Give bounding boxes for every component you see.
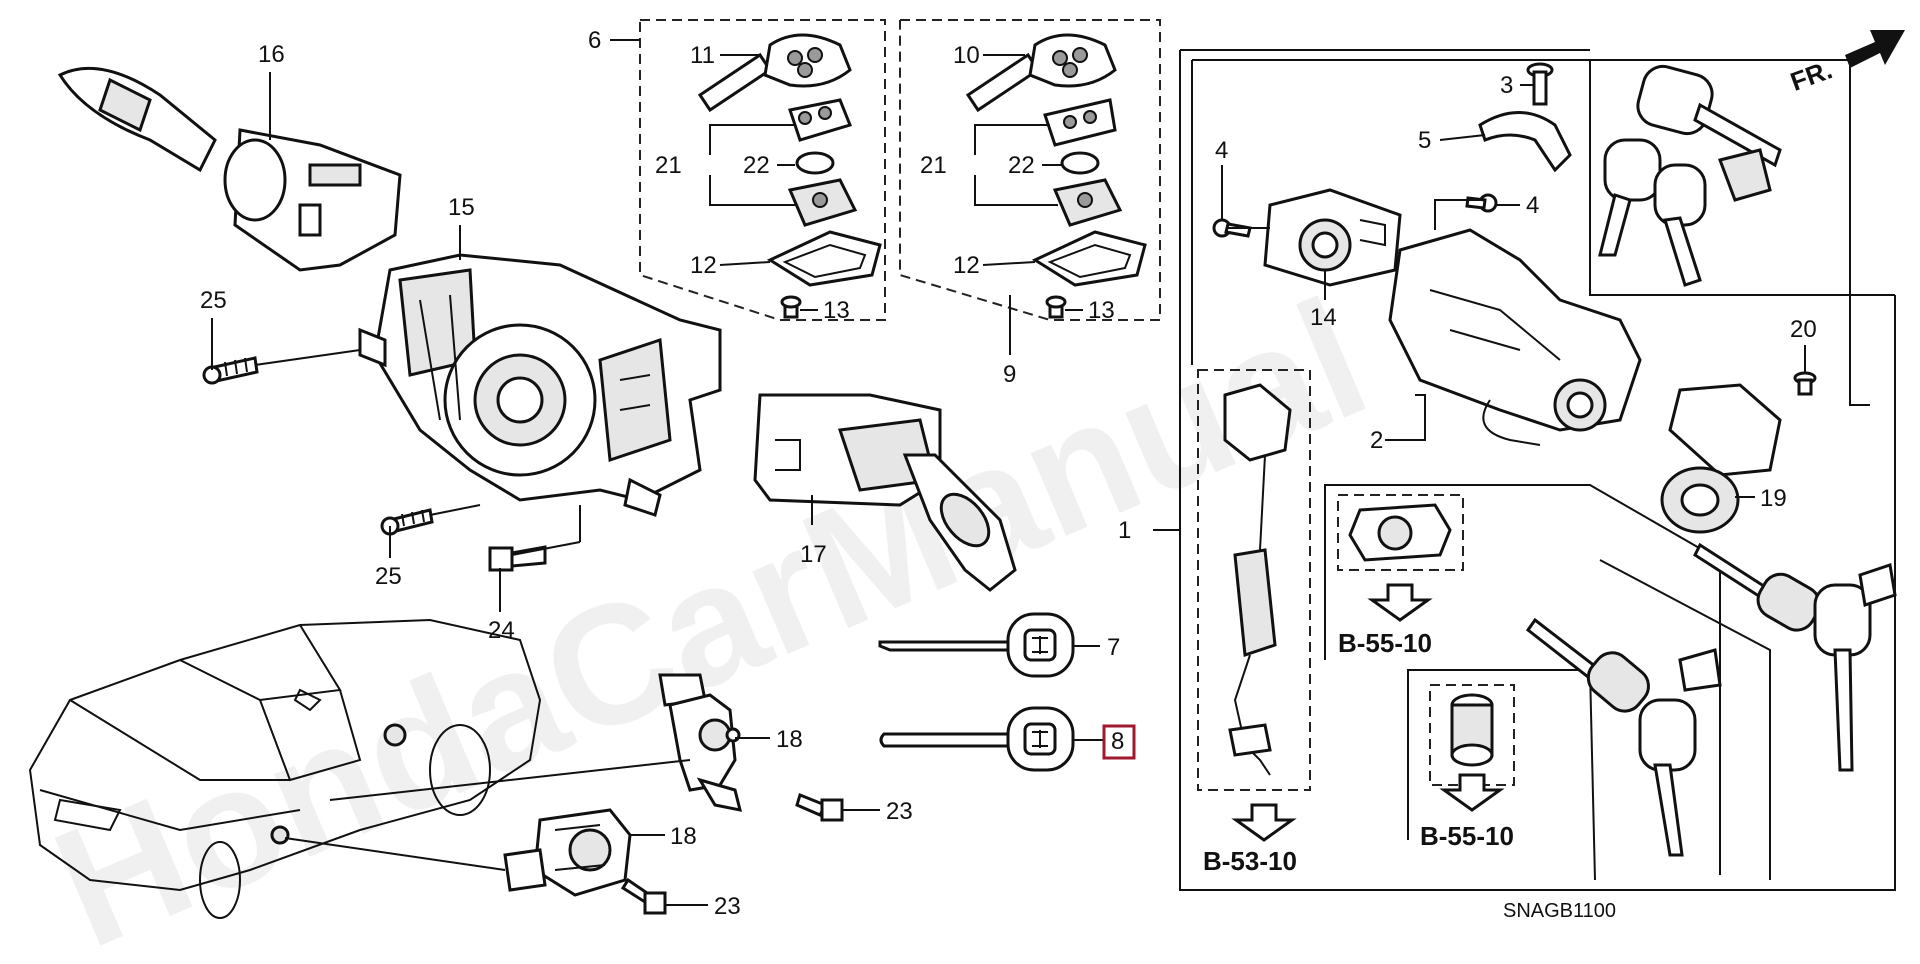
ignition-switch-14-icon <box>1263 188 1402 287</box>
callout-4-left: 4 <box>1215 137 1228 164</box>
callout-21-right: 21 <box>920 152 947 179</box>
bolt-23-lower-icon <box>620 877 667 915</box>
ref-b-53-10: B-53-10 <box>1203 846 1297 876</box>
callout-12-left: 12 <box>690 252 717 279</box>
combination-switch-16-icon <box>57 66 402 272</box>
callout-18-upper: 18 <box>776 726 803 753</box>
callout-8: 8 <box>1111 728 1124 755</box>
callout-19: 19 <box>1760 485 1787 512</box>
callout-12-right: 12 <box>953 252 980 279</box>
callout-4-right: 4 <box>1526 192 1539 219</box>
leader-lines <box>211 39 1806 906</box>
key-shell-21-icon <box>788 98 853 142</box>
callout-15: 15 <box>448 194 475 221</box>
lock-cylinder-frame-upper <box>1337 494 1464 571</box>
callout-25-lower: 25 <box>375 563 402 590</box>
key-set-upper-icon <box>1693 542 1897 772</box>
callout-5: 5 <box>1418 127 1431 154</box>
callout-6: 6 <box>588 27 601 54</box>
car-location-icon <box>28 618 542 919</box>
key-set-lower-icon <box>1525 617 1722 857</box>
callout-18-lower: 18 <box>670 823 697 850</box>
key-group-6-frame <box>639 19 886 321</box>
screw-13-right-icon <box>1045 295 1067 319</box>
key-set-frame-lower <box>1407 669 1596 881</box>
screw-13-left-icon <box>780 295 802 319</box>
sensor-cable-icon <box>1223 383 1292 776</box>
callout-13-left: 13 <box>823 297 850 324</box>
bolt-23-upper-icon <box>795 792 844 822</box>
key-set-frame-right <box>1599 559 1771 880</box>
key-group-9-frame <box>899 19 1161 321</box>
screw-25-lower-icon <box>380 508 434 536</box>
transmitter-board-21b-icon <box>1052 178 1123 227</box>
arrow-b5510-upper-icon <box>1367 583 1433 622</box>
switch-assembly-17-icon <box>753 393 1017 592</box>
callout-14: 14 <box>1310 304 1337 331</box>
key-cover-12-icon <box>766 230 882 287</box>
key-blank-10-icon <box>965 33 1117 113</box>
key-cover-12b-icon <box>1031 230 1147 287</box>
callout-labels: 16 15 25 25 24 17 6 11 21 22 12 13 10 21… <box>200 27 1836 922</box>
diagram-code: SNAGB1100 <box>1503 900 1616 922</box>
callout-17: 17 <box>800 541 827 568</box>
arrow-b5310-icon <box>1231 803 1297 842</box>
key-shell-21b-icon <box>1043 98 1117 147</box>
callout-2: 2 <box>1370 427 1383 454</box>
ref-b-55-10-lower: B-55-10 <box>1420 821 1514 851</box>
battery-22b-icon <box>1060 151 1100 175</box>
steering-lock-2-icon <box>1388 228 1642 446</box>
callout-22-right: 22 <box>1008 152 1035 179</box>
bracket-5-icon <box>1478 111 1572 173</box>
lock-cylinder-upper-icon <box>1348 503 1452 562</box>
door-switch-18-upper-icon <box>658 673 743 812</box>
callout-20: 20 <box>1790 316 1817 343</box>
callout-8-highlight <box>1102 724 1136 760</box>
screw-25-upper-icon <box>202 356 259 385</box>
callout-23-lower: 23 <box>714 893 741 920</box>
lock-cylinder-19-icon <box>1660 383 1782 534</box>
front-direction-arrow-icon <box>1845 30 1905 68</box>
key-blank-11-icon <box>697 33 852 113</box>
bolt-24-icon <box>488 545 547 572</box>
arrow-b5510-lower-icon <box>1439 773 1505 812</box>
switch-body-15-icon <box>358 253 722 517</box>
callout-24: 24 <box>488 617 515 644</box>
callout-25-upper: 25 <box>200 287 227 314</box>
bolt-3-icon <box>1526 62 1554 106</box>
keys-assembly-icon <box>1598 64 1782 287</box>
callout-3: 3 <box>1500 72 1513 99</box>
callout-22-left: 22 <box>743 152 770 179</box>
callout-10: 10 <box>953 42 980 69</box>
ref-b-55-10-upper: B-55-10 <box>1338 628 1432 658</box>
callout-9: 9 <box>1003 361 1016 388</box>
lock-cylinder-lower-icon <box>1450 693 1494 767</box>
key-7-icon <box>878 612 1075 678</box>
bolt-20-icon <box>1793 371 1817 396</box>
screw-4-right-icon <box>1465 193 1498 213</box>
sensor-cable-frame <box>1197 369 1311 791</box>
callout-13-right: 13 <box>1088 297 1115 324</box>
transmitter-board-21-icon <box>787 178 858 227</box>
callout-21-left: 21 <box>655 152 682 179</box>
key-set-frame-upper <box>1324 484 1721 875</box>
door-switch-18-lower-icon <box>503 808 632 897</box>
battery-22-icon <box>795 151 835 175</box>
callout-23-upper: 23 <box>886 798 913 825</box>
callout-11: 11 <box>690 42 715 69</box>
key-8-icon <box>879 706 1075 772</box>
callout-7: 7 <box>1107 634 1120 661</box>
callout-16: 16 <box>258 41 285 68</box>
callout-1: 1 <box>1118 517 1131 544</box>
